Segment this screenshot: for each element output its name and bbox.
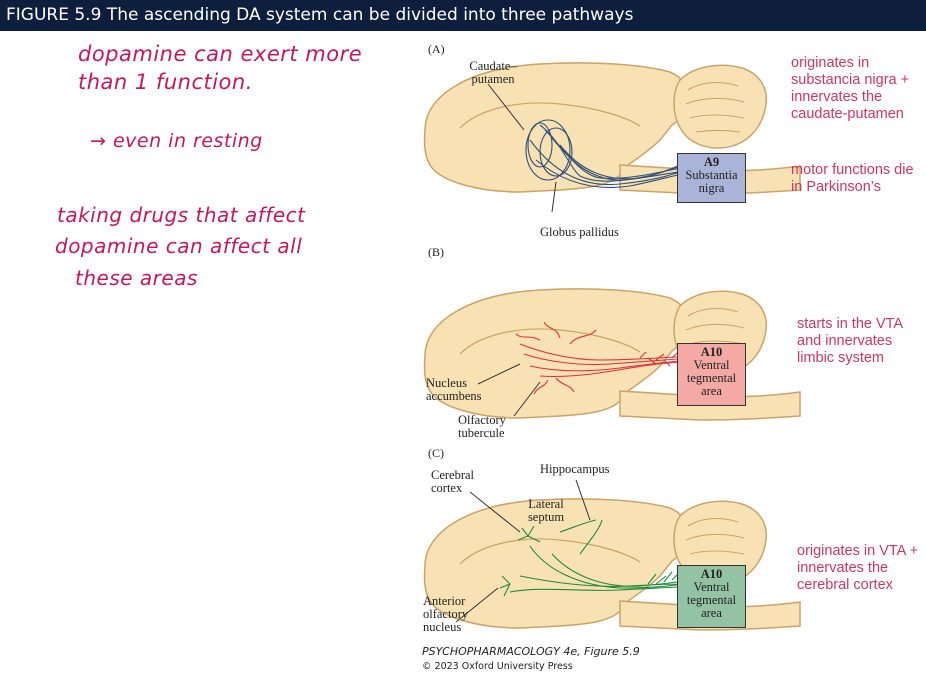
label-anterior-line1: Anterior [423, 594, 466, 608]
figure-title: FIGURE 5.9 The ascending DA system can b… [0, 0, 926, 31]
vta-b-line1: Ventral [693, 358, 730, 372]
annotation-a2: motor functions die in Parkinson’s [791, 162, 914, 195]
label-nucleus-accumbens: Nucleus accumbens [426, 377, 482, 403]
label-anterior-line3: nucleus [423, 620, 462, 634]
panel-a-brain [423, 62, 801, 213]
label-caudate-putamen: Caudate– putamen [458, 60, 528, 86]
label-nucleus-line2: accumbens [426, 389, 482, 403]
substantia-nigra-box: A9 Substantia nigra [677, 153, 746, 203]
panel-b-letter: (B) [428, 245, 444, 259]
label-olfactory-tubercule: Olfactory tubercule [458, 414, 506, 440]
mesolimbic-fibers [515, 321, 691, 395]
annotation-c1: originates in VTA + innervates the cereb… [797, 543, 919, 593]
note-line-1: dopamine can exert more [78, 42, 363, 66]
vta-b-line2: tegmental [686, 371, 737, 385]
panel-c-letter: (C) [428, 446, 444, 460]
label-olfactory-line1: Olfactory [458, 413, 506, 427]
vta-c-line3: area [701, 606, 722, 620]
label-nucleus-line1: Nucleus [426, 376, 467, 390]
label-anterior-olfactory-nucleus: Anterior olfactory nucleus [423, 595, 468, 634]
note-line-6: these areas [75, 266, 198, 290]
label-cerebral-line1: Cerebral [431, 468, 475, 482]
panel-c-brain [423, 479, 801, 631]
label-globus-pallidus: Globus pallidus [540, 225, 619, 239]
vta-box-c: A10 Ventral tegmental area [677, 565, 746, 628]
note-line-4: taking drugs that affect [57, 203, 306, 227]
panel-a-letter: (A) [428, 42, 445, 56]
note-line-2: than 1 function. [78, 70, 253, 94]
vta-c-code: A10 [700, 567, 723, 581]
mesocortical-fibers [499, 519, 691, 597]
label-lateral-septum: Lateral septum [520, 498, 572, 524]
credit-book: PSYCHOPHARMACOLOGY 4e, Figure 5.9 [422, 645, 640, 658]
substantia-nigra-line2: nigra [698, 181, 725, 195]
vta-b-line3: area [701, 384, 722, 398]
vta-c-line2: tegmental [686, 593, 737, 607]
annotation-a1: originates in substancia nigra + innerva… [791, 55, 910, 122]
label-cerebral-line2: cortex [431, 481, 463, 495]
label-caudate-line2: putamen [471, 72, 515, 86]
label-septum-line1: Lateral [528, 497, 564, 511]
substantia-nigra-code: A9 [703, 155, 720, 169]
label-hippocampus: Hippocampus [540, 462, 610, 476]
annotation-b1: starts in the VTA and innervates limbic … [797, 316, 903, 366]
vta-box-b: A10 Ventral tegmental area [677, 343, 746, 406]
substantia-nigra-line1: Substantia [685, 168, 738, 182]
panel-b-brain [423, 288, 801, 421]
vta-c-line1: Ventral [693, 580, 730, 594]
label-anterior-line2: olfactory [423, 607, 469, 621]
label-cerebral-cortex: Cerebral cortex [431, 469, 474, 495]
label-olfactory-line2: tubercule [458, 426, 505, 440]
note-line-5: dopamine can affect all [55, 234, 303, 258]
label-septum-line2: septum [527, 510, 565, 524]
label-caudate-line1: Caudate– [469, 59, 517, 73]
note-line-3: → even in resting [90, 130, 263, 152]
vta-b-code: A10 [700, 345, 723, 359]
nigrostriatal-fibers [525, 119, 695, 189]
credit-copyright: © 2023 Oxford University Press [422, 661, 573, 672]
